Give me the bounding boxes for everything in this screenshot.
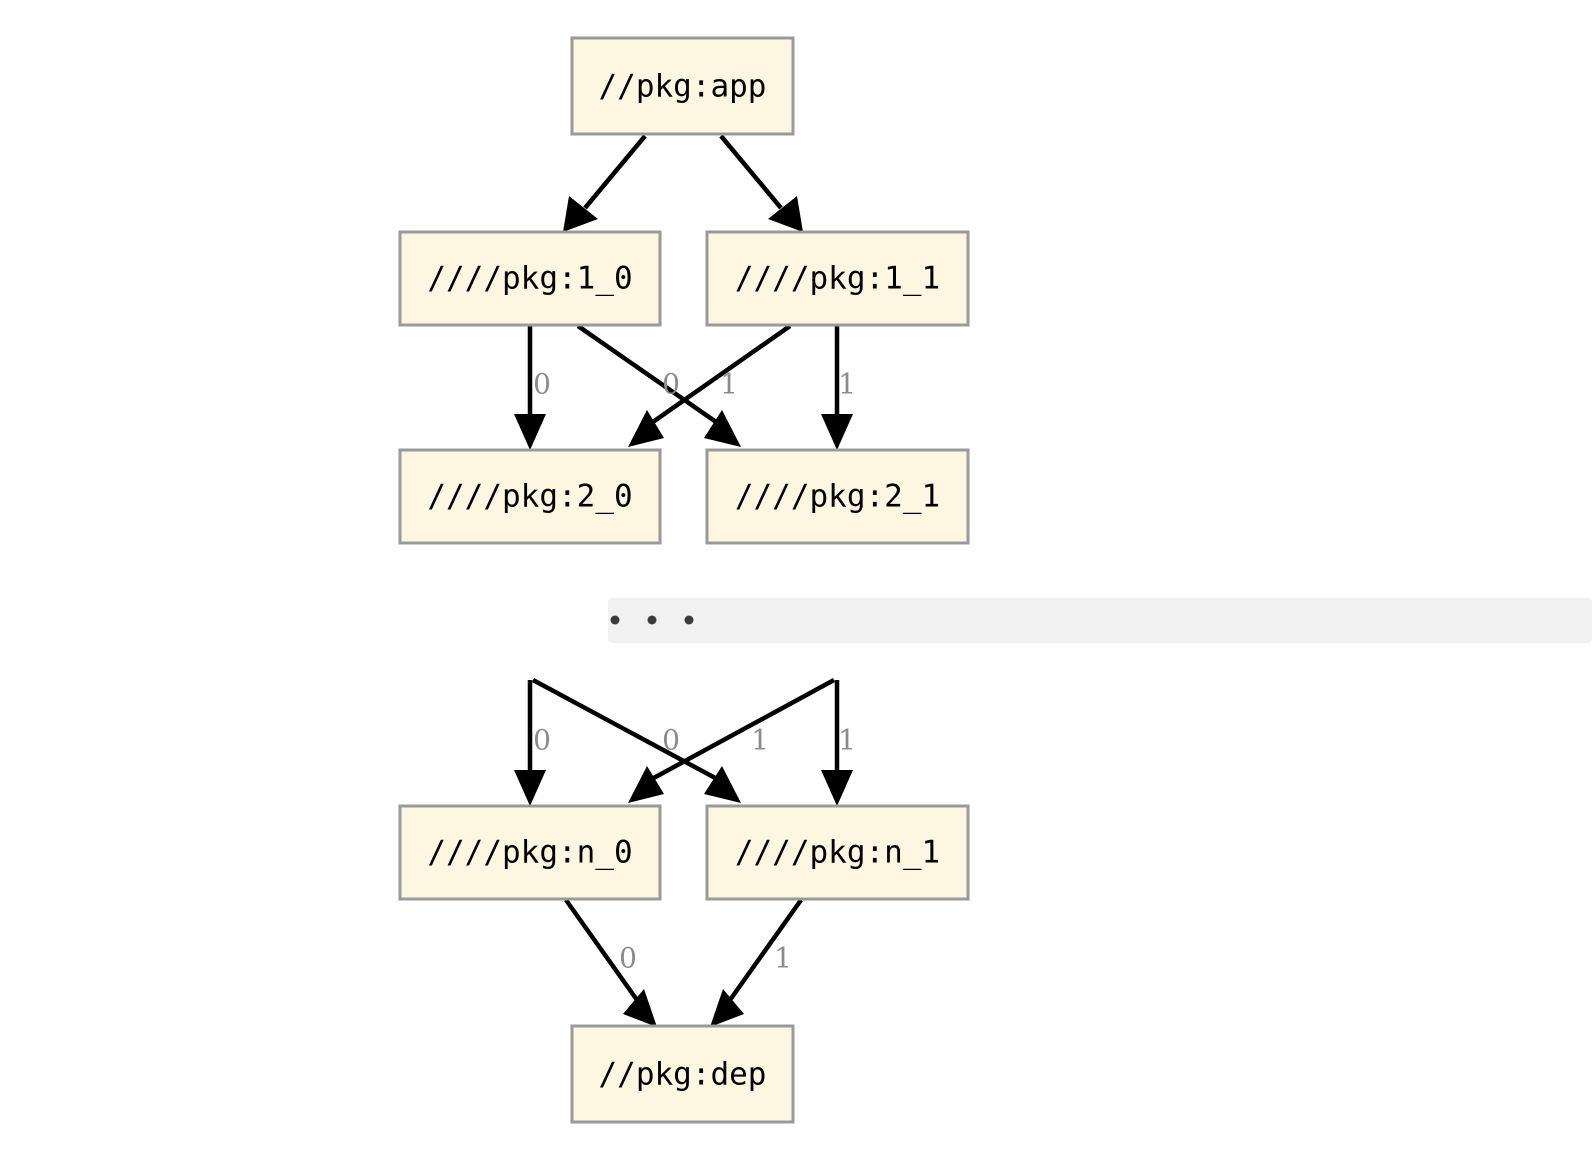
ellipsis-dot-icon [610,615,620,625]
node-pkg-n-1[interactable]: ////pkg:n_1 [705,804,970,901]
node-label: ////pkg:n_1 [735,835,940,871]
edge-line [564,898,639,1002]
node-pkg-dep[interactable]: //pkg:dep [570,1024,795,1124]
edge-line [531,678,721,782]
edge-line [576,324,721,426]
edge-label-group-leveln-incoming: 0 0 1 1 [533,724,856,757]
edge-line [719,134,783,210]
arrow-head-icon [563,196,598,232]
edge-label-n-0-to-dep: 0 [619,942,637,975]
edge-line [728,898,803,1002]
edge-incoming-to-pkg-n-1-straight [821,680,853,806]
edge-label-1-1-to-2-1: 1 [838,368,856,401]
node-rect[interactable] [570,36,795,136]
node-label: ////pkg:2_1 [735,479,940,515]
node-rect[interactable] [705,230,970,327]
node-label: ////pkg:2_0 [427,479,632,515]
ellipsis-dot-icon [684,615,694,625]
edge-pkg-n-0-to-dep [564,898,657,1027]
edge-label-group-leveln-to-dep: 0 1 [619,942,792,975]
edge-line [648,678,836,782]
edge-pkg-1-0-to-pkg-2-0 [514,326,546,450]
edge-label-n-1-to-dep: 1 [774,942,792,975]
node-label: ////pkg:1_1 [735,261,940,297]
edge-incoming-to-pkg-n-1-cross [531,678,741,803]
ellipsis-band [608,598,1592,643]
node-pkg-2-1[interactable]: ////pkg:2_1 [705,448,970,545]
edge-label-1-0-to-2-1: 0 [662,368,680,401]
edge-app-to-pkg-1-1 [719,134,803,232]
arrow-head-icon [710,989,744,1027]
arrow-head-icon [704,766,741,803]
arrow-head-icon [628,766,664,803]
arrow-head-icon [514,414,546,450]
arrow-head-icon [514,770,546,806]
edge-label-1-0-to-2-0: 0 [533,368,551,401]
node-label: ////pkg:n_0 [427,835,632,871]
edge-label-incoming-n-1-cross: 0 [662,724,680,757]
edge-group-leveln-incoming [514,678,853,806]
node-rect[interactable] [398,230,662,327]
edge-pkg-1-1-to-pkg-2-1 [821,326,853,450]
edge-group-leveln-to-dep [564,898,803,1027]
node-rect[interactable] [398,448,662,545]
node-pkg-1-0[interactable]: ////pkg:1_0 [398,230,662,327]
edge-group-app-to-level1 [563,134,803,232]
arrow-head-icon [623,989,657,1027]
edge-label-incoming-n-0-straight: 0 [533,724,551,757]
node-pkg-n-0[interactable]: ////pkg:n_0 [398,804,662,901]
node-pkg-1-1[interactable]: ////pkg:1_1 [705,230,970,327]
node-pkg-2-0[interactable]: ////pkg:2_0 [398,448,662,545]
edge-pkg-1-1-to-pkg-2-0 [628,324,792,447]
node-rect[interactable] [705,804,970,901]
edge-app-to-pkg-1-0 [563,134,647,232]
edge-label-incoming-n-0-cross: 1 [751,724,769,757]
edge-incoming-to-pkg-n-0-straight [514,680,546,806]
edge-incoming-to-pkg-n-0-cross [628,678,836,803]
arrow-head-icon [704,410,741,447]
edge-pkg-1-0-to-pkg-2-1 [576,324,741,447]
edge-pkg-n-1-to-dep [710,898,803,1027]
node-rect[interactable] [570,1024,795,1124]
node-label: //pkg:dep [599,1057,767,1093]
edge-group-level1-to-level2 [514,324,853,450]
arrow-head-icon [821,414,853,450]
edge-label-group-level1-to-level2: 0 0 1 1 [533,368,856,401]
ellipsis-band-rect [608,598,1592,643]
edge-line [583,134,647,210]
edge-label-incoming-n-1-straight: 1 [838,724,856,757]
node-label: ////pkg:1_0 [427,261,632,297]
node-rect[interactable] [398,804,662,901]
arrow-head-icon [768,196,803,232]
edge-line [648,324,792,426]
node-label: //pkg:app [599,69,767,105]
arrow-head-icon [821,770,853,806]
node-pkg-app[interactable]: //pkg:app [570,36,795,136]
ellipsis-dot-icon [647,615,657,625]
node-rect[interactable] [705,448,970,545]
edge-label-1-1-to-2-0: 1 [720,368,738,401]
arrow-head-icon [628,410,664,447]
